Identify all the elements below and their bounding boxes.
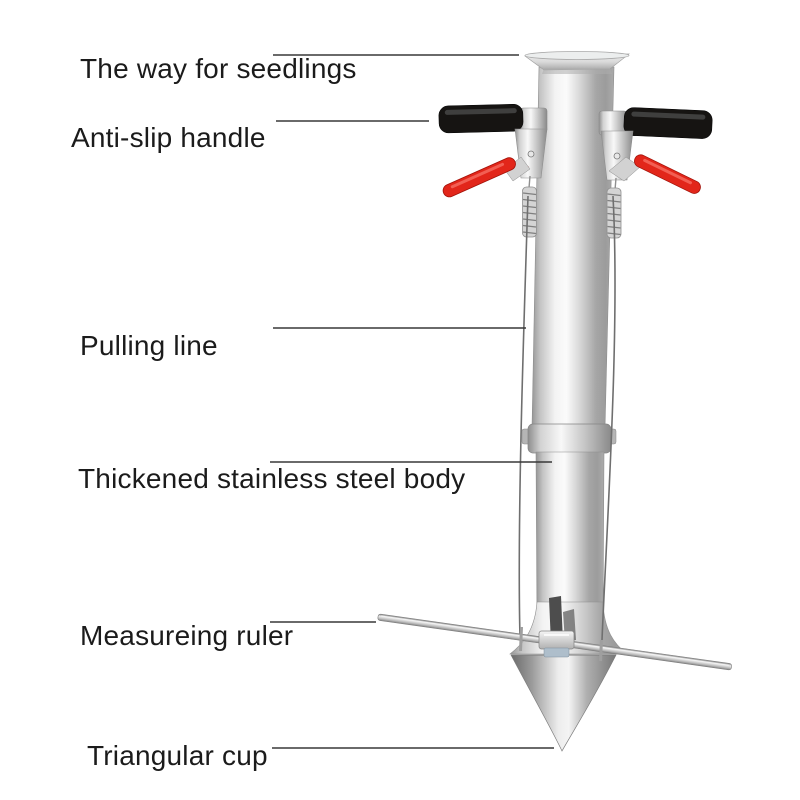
lower-tube xyxy=(535,451,605,621)
cone-tip xyxy=(510,654,617,752)
label-measuring-ruler: Measureing ruler xyxy=(80,620,294,651)
funnel-rim xyxy=(524,51,630,60)
pointer-lines xyxy=(270,54,554,749)
spring-left xyxy=(522,175,537,238)
pull-cable-right xyxy=(601,195,616,641)
label-anti-slip-handle: Anti-slip handle xyxy=(71,122,266,153)
label-steel-body: Thickened stainless steel body xyxy=(78,463,466,494)
lever-arm-left xyxy=(504,156,531,182)
handle-grip xyxy=(438,103,713,139)
rod-pin-right xyxy=(599,639,603,662)
release-lever-right xyxy=(634,154,701,194)
pull-cable xyxy=(518,195,529,639)
label-triangular-cup: Triangular cup xyxy=(87,740,268,771)
funnel-opening xyxy=(524,51,630,74)
label-pulling-line: Pulling line xyxy=(80,330,218,361)
collar-ring xyxy=(521,423,617,454)
release-lever-left xyxy=(442,157,516,198)
rod-clamp xyxy=(538,630,575,658)
rod-pin-left xyxy=(519,626,523,652)
handle-sleeve-left xyxy=(519,107,548,133)
label-way-for-seedlings: The way for seedlings xyxy=(80,53,357,84)
